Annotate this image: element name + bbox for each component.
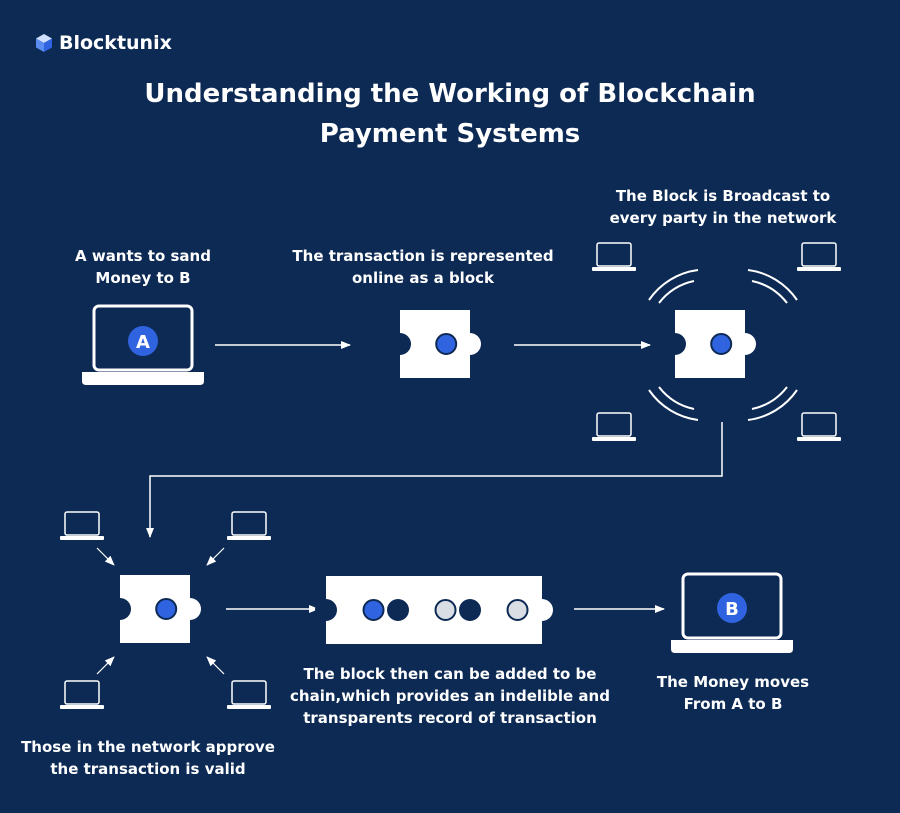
brand-logo: Blocktunix bbox=[34, 32, 172, 54]
caption-line: online as a block bbox=[351, 269, 494, 287]
caption-broadcast: The Block is Broadcast to every party in… bbox=[583, 185, 863, 229]
network-laptop-icon bbox=[60, 511, 104, 540]
network-laptop-icon bbox=[227, 511, 271, 540]
brand-name: Blocktunix bbox=[59, 32, 172, 54]
sender-laptop-icon: A bbox=[82, 304, 204, 385]
broadcast-block-icon bbox=[664, 310, 756, 378]
receiver-laptop-icon: B bbox=[671, 572, 793, 653]
title-line-1: Understanding the Working of Blockchain bbox=[144, 79, 756, 109]
caption-line: The block then can be added to be bbox=[303, 665, 597, 683]
approval-arrows bbox=[96, 547, 225, 675]
caption-receive: The Money moves From A to B bbox=[633, 671, 833, 715]
caption-line: chain,which provides an indelible and bbox=[290, 687, 610, 705]
caption-line: every party in the network bbox=[609, 209, 837, 227]
broadcast-signal-icon bbox=[648, 269, 798, 421]
caption-line: From A to B bbox=[683, 695, 783, 713]
avatar-b bbox=[717, 593, 747, 623]
caption-chain: The block then can be added to be chain,… bbox=[285, 663, 615, 729]
caption-line: The Block is Broadcast to bbox=[615, 187, 831, 205]
arrow-to-network bbox=[146, 422, 723, 538]
page-title: Understanding the Working of Blockchain … bbox=[0, 74, 900, 154]
avatar-a bbox=[128, 326, 158, 356]
caption-line: transparents record of transaction bbox=[303, 709, 597, 727]
network-laptop-icon bbox=[592, 242, 636, 271]
caption-line: The Money moves bbox=[656, 673, 810, 691]
caption-line: A wants to sand bbox=[75, 247, 211, 265]
caption-line: Money to B bbox=[95, 269, 191, 287]
caption-line: The transaction is represented bbox=[292, 247, 554, 265]
badge-b: B bbox=[725, 599, 739, 620]
caption-represent: The transaction is represented online as… bbox=[273, 245, 573, 289]
network-laptop-icon bbox=[797, 412, 841, 441]
network-laptop-icon bbox=[60, 680, 104, 709]
network-laptop-icon bbox=[227, 680, 271, 709]
network-laptop-icon bbox=[592, 412, 636, 441]
badge-a: A bbox=[136, 332, 150, 353]
validation-block-icon bbox=[109, 575, 201, 643]
title-line-2: Payment Systems bbox=[319, 119, 581, 149]
caption-send: A wants to sand Money to B bbox=[43, 245, 243, 289]
transaction-block-icon bbox=[389, 310, 481, 378]
caption-line: Those in the network approve bbox=[21, 738, 275, 756]
caption-approve: Those in the network approve the transac… bbox=[8, 736, 288, 780]
cube-icon bbox=[36, 34, 52, 52]
chain-block-icon bbox=[387, 576, 481, 644]
caption-line: the transaction is valid bbox=[50, 760, 246, 778]
chain-block-icon bbox=[459, 576, 553, 644]
network-laptop-icon bbox=[797, 242, 841, 271]
